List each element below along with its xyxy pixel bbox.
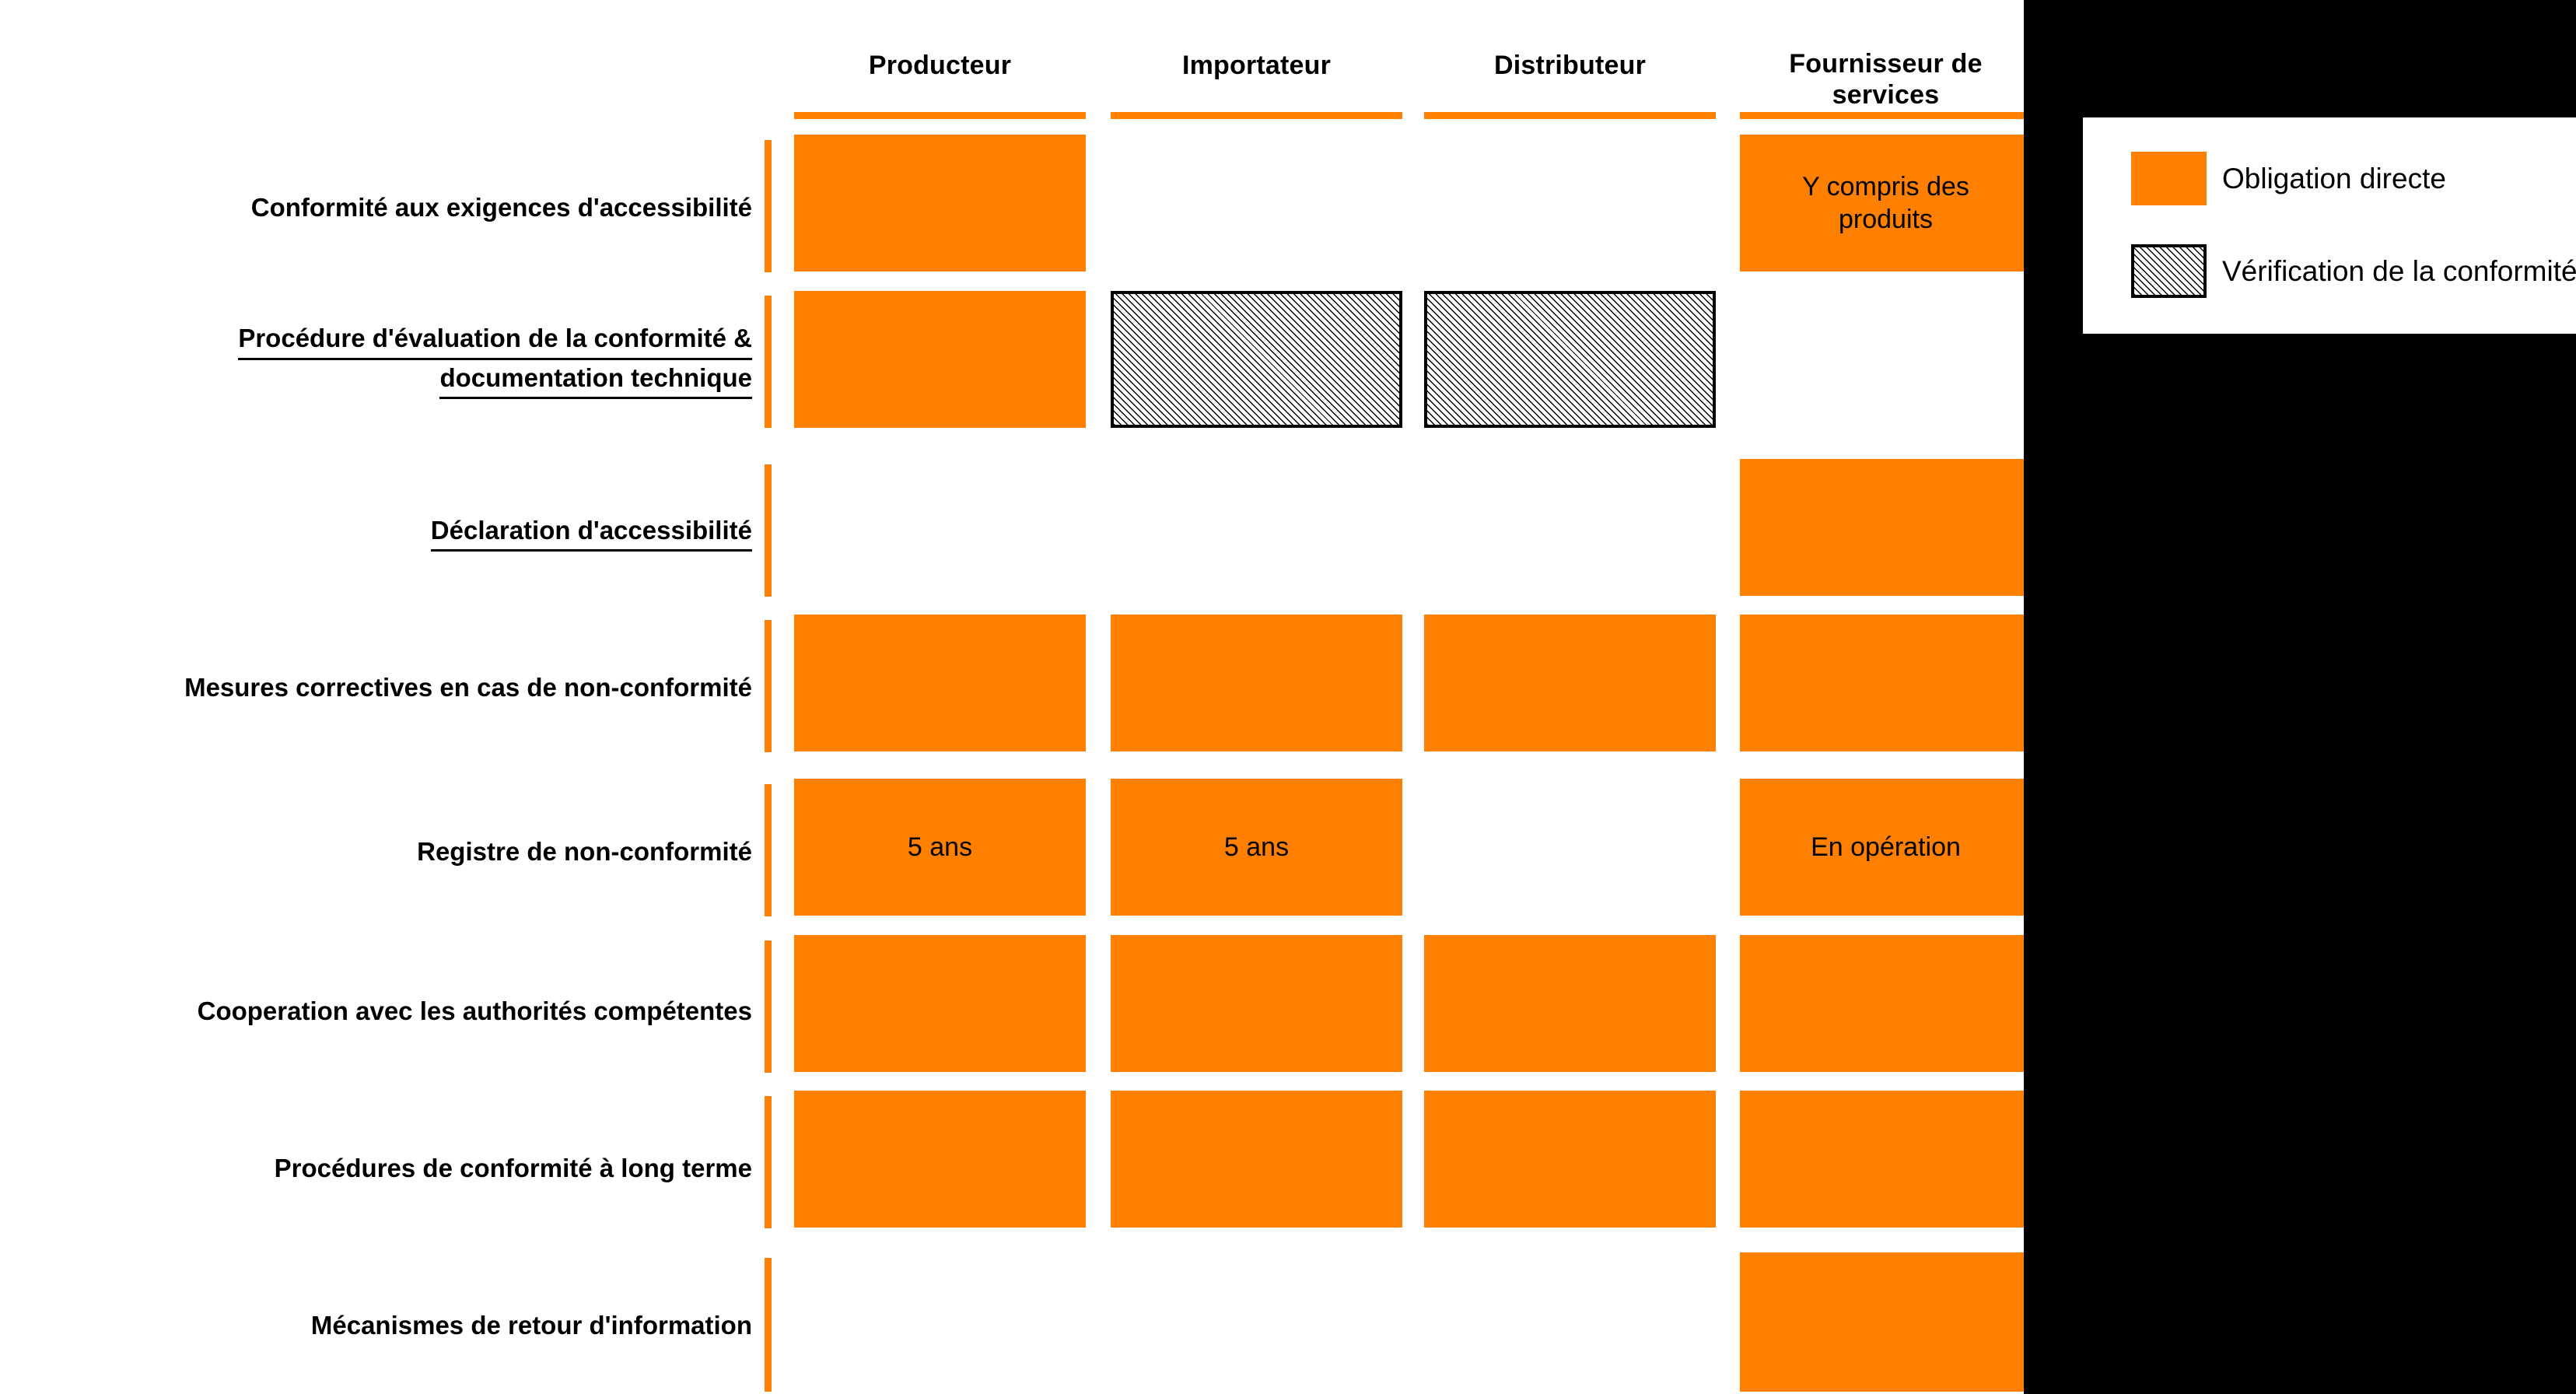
row-tick-5 (765, 940, 772, 1073)
row-label-cooperation-authorites: Cooperation avec les authorités compéten… (0, 994, 752, 1028)
column-header-label: Producteur (868, 51, 1012, 80)
cell-r6-c1-importateur (1111, 1091, 1402, 1228)
cell-text: En opération (1811, 832, 1961, 862)
chart-panel: Producteur Importateur Distributeur Four… (0, 0, 2024, 1394)
cell-text: 5 ans (1223, 832, 1290, 862)
cell-r4-c0-producteur: 5 ans (794, 779, 1086, 916)
cell-r1-c0-producteur (794, 291, 1086, 428)
row-label-text: Procédures de conformité à long terme (274, 1154, 752, 1182)
row-label-mesures-correctives: Mesures correctives en cas de non-confor… (0, 671, 752, 705)
legend-panel: Obligation directe Vérification de la co… (2083, 117, 2576, 334)
column-header-label: Fournisseur de services (1789, 49, 1983, 110)
row-label-procedure-evaluation: Procédure d'évaluation de la conformité … (0, 320, 752, 400)
row-tick-1 (765, 296, 772, 428)
cell-r1-c2-distributeur (1424, 291, 1716, 428)
row-label-registre-non-conformite: Registre de non-conformité (0, 835, 752, 869)
column-rule-producteur (794, 112, 1086, 119)
cell-r6-c0-producteur (794, 1091, 1086, 1228)
row-tick-0 (765, 140, 772, 272)
cell-r2-c3-fournisseur (1740, 459, 2024, 596)
row-label-text: Registre de non-conformité (417, 837, 752, 866)
legend-item-label: Vérification de la conformité (2222, 254, 2576, 287)
cell-r5-c1-importateur (1111, 935, 1402, 1072)
column-rule-fournisseur-de-services (1740, 112, 2024, 119)
row-label-text: documentation technique (0, 360, 752, 400)
column-header-producteur: Producteur (794, 50, 1086, 81)
cell-r3-c0-producteur (794, 615, 1086, 751)
row-tick-7 (765, 1258, 772, 1392)
column-header-label: Importateur (1181, 51, 1332, 80)
cell-r5-c3-fournisseur (1740, 935, 2024, 1072)
cell-r7-c3-fournisseur (1740, 1252, 2024, 1392)
column-rule-distributeur (1424, 112, 1716, 119)
row-label-text: Cooperation avec les authorités compéten… (197, 996, 752, 1025)
row-tick-3 (765, 620, 772, 752)
legend-item-obligation-directe: Obligation directe (2131, 152, 2446, 205)
legend-swatch-direct-icon (2131, 152, 2207, 205)
cell-r3-c3-fournisseur (1740, 615, 2024, 751)
cell-r5-c2-distributeur (1424, 935, 1716, 1072)
cell-r6-c2-distributeur (1424, 1091, 1716, 1228)
legend-swatch-hatched-icon (2131, 244, 2207, 298)
column-header-importateur: Importateur (1111, 50, 1402, 81)
column-header-label: Distributeur (1493, 51, 1647, 80)
column-header-fournisseur-de-services: Fournisseur de services (1740, 17, 2024, 110)
cell-r3-c2-distributeur (1424, 615, 1716, 751)
row-label-mecanismes-retour-information: Mécanismes de retour d'information (0, 1308, 752, 1343)
cell-r4-c3-fournisseur: En opération (1740, 779, 2024, 916)
legend-item-label: Obligation directe (2222, 162, 2446, 194)
row-label-procedures-long-terme: Procédures de conformité à long terme (0, 1151, 752, 1186)
cell-text: 5 ans (907, 832, 973, 862)
cell-r1-c1-importateur (1111, 291, 1402, 428)
cell-r3-c1-importateur (1111, 615, 1402, 751)
cell-r0-c0-producteur (794, 135, 1086, 271)
row-label-text: Mécanismes de retour d'information (310, 1311, 752, 1340)
row-label-text: Procédure d'évaluation de la conformité … (0, 320, 752, 360)
cell-r5-c0-producteur (794, 935, 1086, 1072)
legend-item-verification-conformite: Vérification de la conformité (2131, 244, 2576, 298)
row-label-text: Conformité aux exigences d'accessibilité (250, 193, 752, 222)
row-label-conformite-aux-exigences: Conformité aux exigences d'accessibilité (0, 191, 752, 225)
row-tick-6 (765, 1096, 772, 1228)
row-tick-2 (765, 464, 772, 597)
column-rule-importateur (1111, 112, 1402, 119)
cell-r4-c1-importateur: 5 ans (1111, 779, 1402, 916)
row-label-declaration-accessibilite: Déclaration d'accessibilité (0, 513, 752, 552)
column-header-distributeur: Distributeur (1424, 50, 1716, 81)
row-label-text: Mesures correctives en cas de non-confor… (184, 673, 752, 702)
row-tick-4 (765, 784, 772, 916)
row-label-text: Déclaration d'accessibilité (0, 513, 752, 552)
cell-r6-c3-fournisseur (1740, 1091, 2024, 1228)
